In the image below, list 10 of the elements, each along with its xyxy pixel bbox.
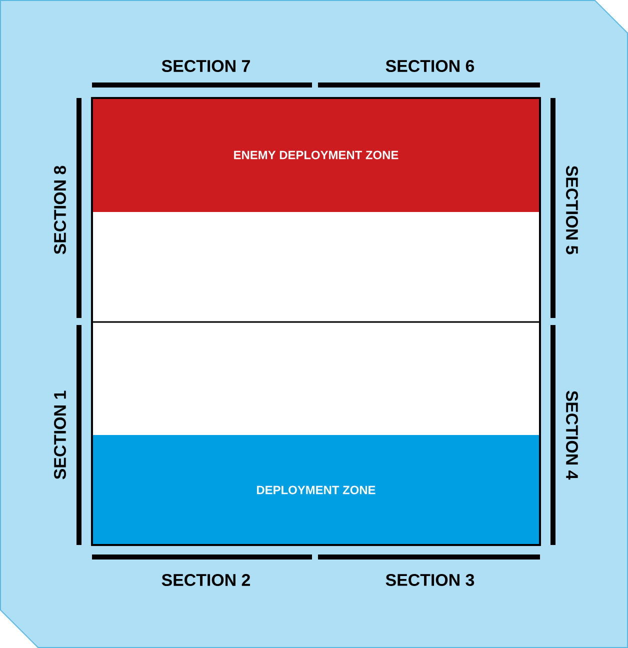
section-label: SECTION 5 (566, 166, 578, 254)
section-label: SECTION 2 (162, 574, 250, 586)
section-label: SECTION 3 (386, 574, 474, 586)
section-label: SECTION 4 (566, 390, 578, 480)
enemy-deployment-zone: ENEMY DEPLOYMENT ZONE (92, 98, 540, 212)
deployment-zone: DEPLOYMENT ZONE (92, 435, 540, 545)
section-label: SECTION 8 (54, 166, 66, 254)
section-label: SECTION 7 (162, 60, 250, 72)
section-label: SECTION 1 (54, 390, 66, 480)
section-label: SECTION 6 (386, 60, 474, 72)
